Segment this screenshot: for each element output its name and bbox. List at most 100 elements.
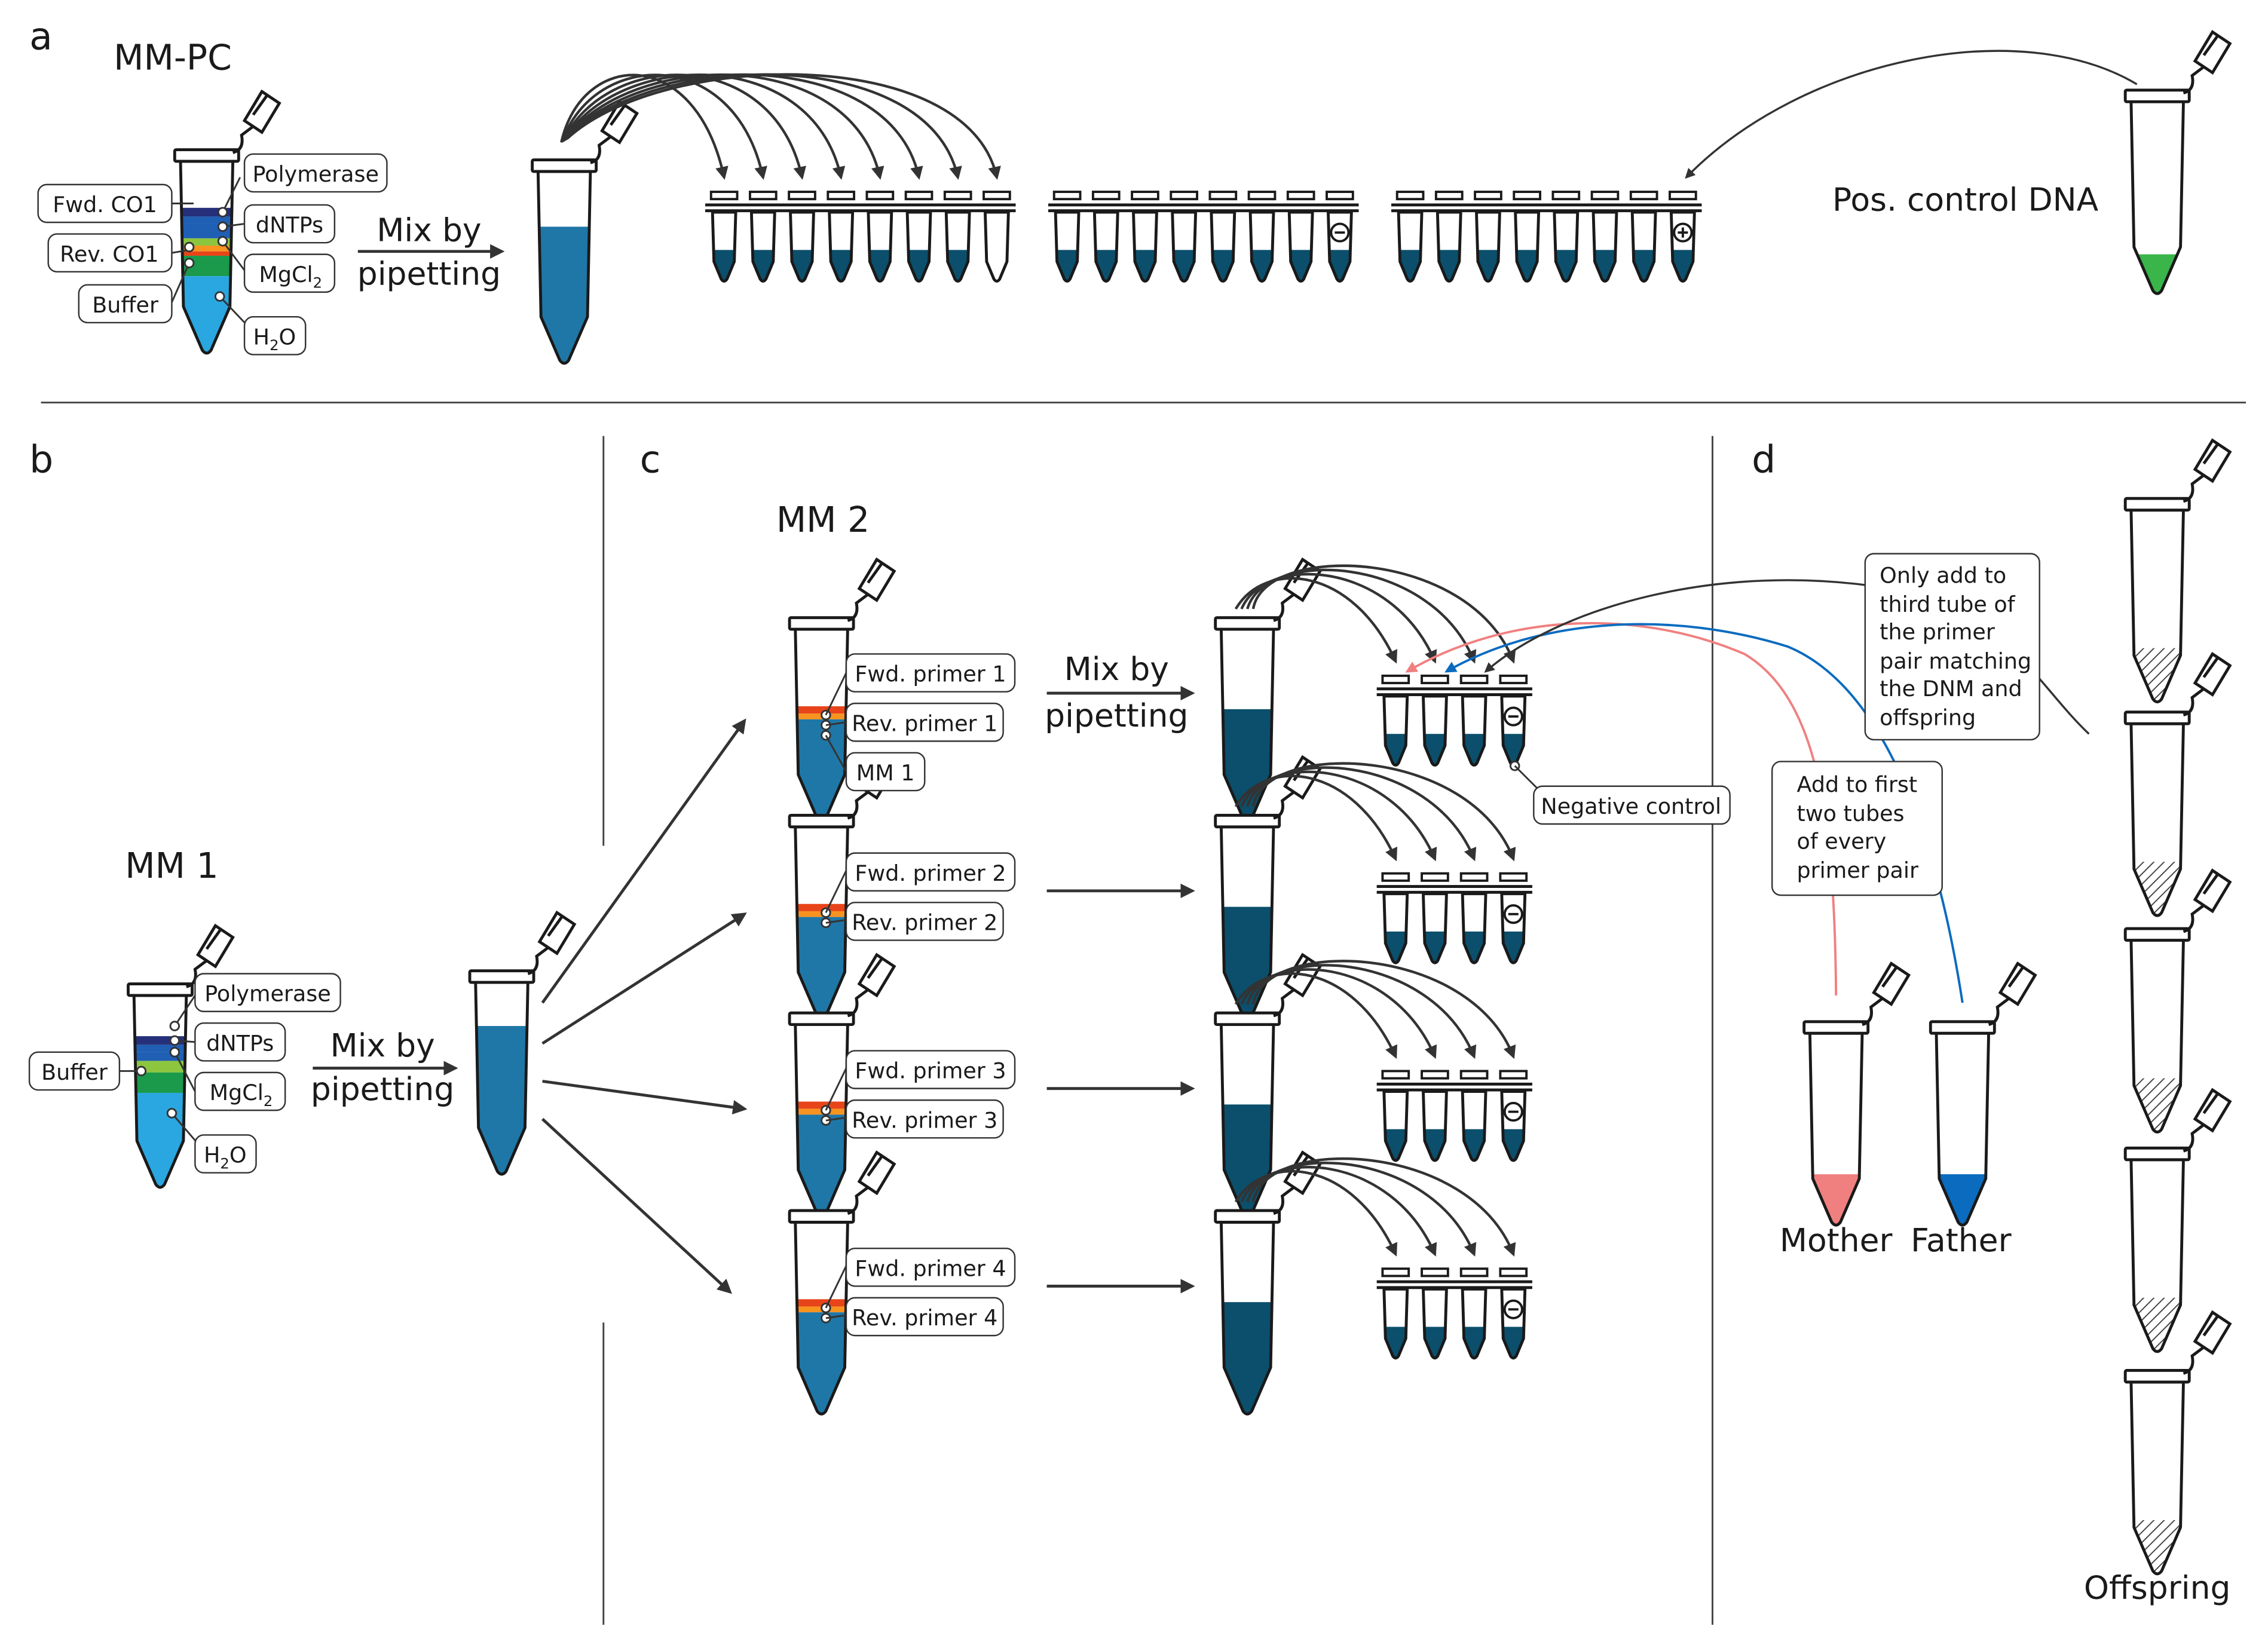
- mm2-tube-4: [788, 1150, 896, 1416]
- svg-text:Polymerase: Polymerase: [204, 981, 330, 1007]
- offspring-label: Offspring: [2084, 1569, 2231, 1606]
- panel-a-mix-line2: pipetting: [357, 255, 501, 293]
- strip-a2-tube-6: [1247, 191, 1277, 283]
- label-rev-primer-4: Rev. primer 4: [845, 1297, 1004, 1337]
- label-fwd-primer-4: Fwd. primer 4: [845, 1247, 1016, 1287]
- arc-c-4-4: [1251, 1157, 1516, 1257]
- arc-c-3-4: [1251, 960, 1516, 1059]
- leader-h2o-a: [219, 296, 248, 326]
- branch-arrow-4: [541, 1117, 732, 1294]
- svg-text:two tubes: two tubes: [1797, 801, 1905, 826]
- strip-a3-tube-4: [1513, 191, 1541, 283]
- leader-fwd-4: [825, 1265, 847, 1309]
- strip-c-1: [1376, 674, 1532, 767]
- label-mgcl2-b: MgCl2: [194, 1071, 286, 1111]
- label-fwd-co1: Fwd. CO1: [37, 183, 173, 223]
- arc-a-8: [566, 73, 1001, 180]
- pos-control-label: Pos. control DNA: [1832, 181, 2099, 219]
- panel-letter-b: b: [29, 437, 53, 481]
- svg-text:MM 1: MM 1: [856, 760, 915, 786]
- mm1-mixed-tube: [468, 910, 577, 1176]
- panel-b-title: MM 1: [125, 846, 218, 886]
- strip-a3: [1391, 191, 1702, 283]
- strip-c-3: [1376, 1070, 1532, 1162]
- strip-c-2-tube-1: [1381, 872, 1410, 964]
- arc-c-1-4: [1251, 564, 1516, 664]
- svg-text:Rev. primer 1: Rev. primer 1: [852, 710, 997, 736]
- leader-fwd-1: [825, 672, 847, 716]
- arc-c-2-1: [1234, 774, 1397, 862]
- mm2-mixed-tube-4: [1214, 1150, 1323, 1416]
- label-polymerase-a: Polymerase: [243, 153, 388, 193]
- panel-letter-d: d: [1752, 437, 1776, 481]
- dot-mgcl2-a: [217, 235, 228, 247]
- panel-a-mix-line1: Mix by: [377, 212, 481, 249]
- arc-c-2-2: [1240, 770, 1437, 862]
- offspring-tube-4: [2123, 1088, 2232, 1353]
- panel-b-mix-line2: pipetting: [311, 1070, 454, 1108]
- strip-a3-tube-5: [1551, 191, 1581, 283]
- svg-text:MgCl2: MgCl2: [210, 1080, 273, 1110]
- svg-text:H2O: H2O: [253, 324, 296, 354]
- strip-a1-tube-8: [983, 191, 1011, 283]
- label-buffer-b: Buffer: [28, 1051, 121, 1091]
- strip-a3-tube-6: [1590, 191, 1620, 283]
- panel-letter-a: a: [29, 14, 53, 59]
- strip-a1-tube-6: [904, 191, 933, 283]
- strip-a1-tube-7: [943, 191, 972, 283]
- mm2-mixed-tube-2: [1214, 755, 1323, 1021]
- svg-text:Fwd. primer 3: Fwd. primer 3: [855, 1058, 1006, 1084]
- mm2-mixed-tube-1: [1214, 557, 1323, 823]
- strip-c-3-tube-4: [1499, 1070, 1528, 1162]
- arc-c-3-2: [1240, 968, 1437, 1059]
- strip-a2-tube-2: [1091, 191, 1121, 283]
- strip-a1-tube-3: [788, 191, 816, 283]
- leader-mgcl2-a: [222, 240, 246, 271]
- dot-fwd-1: [821, 709, 831, 721]
- svg-text:Negative control: Negative control: [1541, 794, 1721, 819]
- leader-buffer-a: [171, 262, 190, 303]
- panel-letter-c: c: [640, 437, 661, 481]
- strip-a2-tube-5: [1208, 191, 1238, 283]
- leader-mm1: [825, 734, 847, 773]
- arc-a-3: [562, 73, 806, 180]
- svg-text:the DNM and: the DNM and: [1880, 676, 2022, 702]
- offspring-tube-2: [2123, 652, 2232, 917]
- strip-c-2: [1376, 872, 1532, 964]
- svg-text:Rev. primer 4: Rev. primer 4: [852, 1305, 997, 1331]
- panel-a-title: MM-PC: [114, 38, 232, 78]
- label-h2o-a: H2O: [243, 315, 307, 356]
- arc-c-2-3: [1246, 766, 1477, 862]
- strip-a3-tube-3: [1474, 191, 1502, 283]
- strip-c-4: [1376, 1267, 1532, 1360]
- svg-text:the primer: the primer: [1880, 619, 1995, 645]
- label-fwd-primer-2: Fwd. primer 2: [845, 852, 1016, 892]
- svg-text:of every: of every: [1797, 828, 1887, 854]
- svg-text:Fwd. primer 4: Fwd. primer 4: [855, 1255, 1006, 1281]
- svg-text:Rev. primer 2: Rev. primer 2: [852, 910, 997, 936]
- strip-c-4-tube-2: [1421, 1267, 1449, 1360]
- svg-text:Fwd. CO1: Fwd. CO1: [53, 192, 157, 218]
- strip-a2-tube-8: [1326, 191, 1354, 283]
- leader-rev-3: [825, 1116, 847, 1122]
- svg-text:Fwd. primer 2: Fwd. primer 2: [855, 860, 1006, 886]
- panel-c-title: MM 2: [776, 500, 870, 540]
- strip-c-4-tube-3: [1459, 1267, 1489, 1360]
- arc-c-3-3: [1246, 964, 1477, 1059]
- arc-c-2-4: [1251, 762, 1516, 862]
- svg-text:pair matching: pair matching: [1880, 648, 2031, 674]
- svg-text:Fwd. primer 1: Fwd. primer 1: [855, 661, 1006, 687]
- mother-label: Mother: [1780, 1221, 1893, 1259]
- strip-a2-tube-7: [1286, 191, 1315, 283]
- panel-c-mix-line1: Mix by: [1064, 650, 1169, 688]
- strip-c-1-tube-2: [1421, 674, 1449, 767]
- svg-text:Only add to: Only add to: [1880, 562, 2006, 588]
- svg-text:Add to first: Add to first: [1797, 771, 1918, 797]
- label-h2o-b: H2O: [194, 1134, 257, 1174]
- leader-h2o-b: [171, 1113, 199, 1145]
- arc-c-1-2: [1240, 572, 1437, 664]
- branch-arrow-3: [542, 1080, 748, 1115]
- strip-c-3-tube-1: [1381, 1070, 1410, 1162]
- mm2-mixed-tube-3: [1214, 952, 1323, 1218]
- mm-pc-mixed-tube: [531, 99, 639, 365]
